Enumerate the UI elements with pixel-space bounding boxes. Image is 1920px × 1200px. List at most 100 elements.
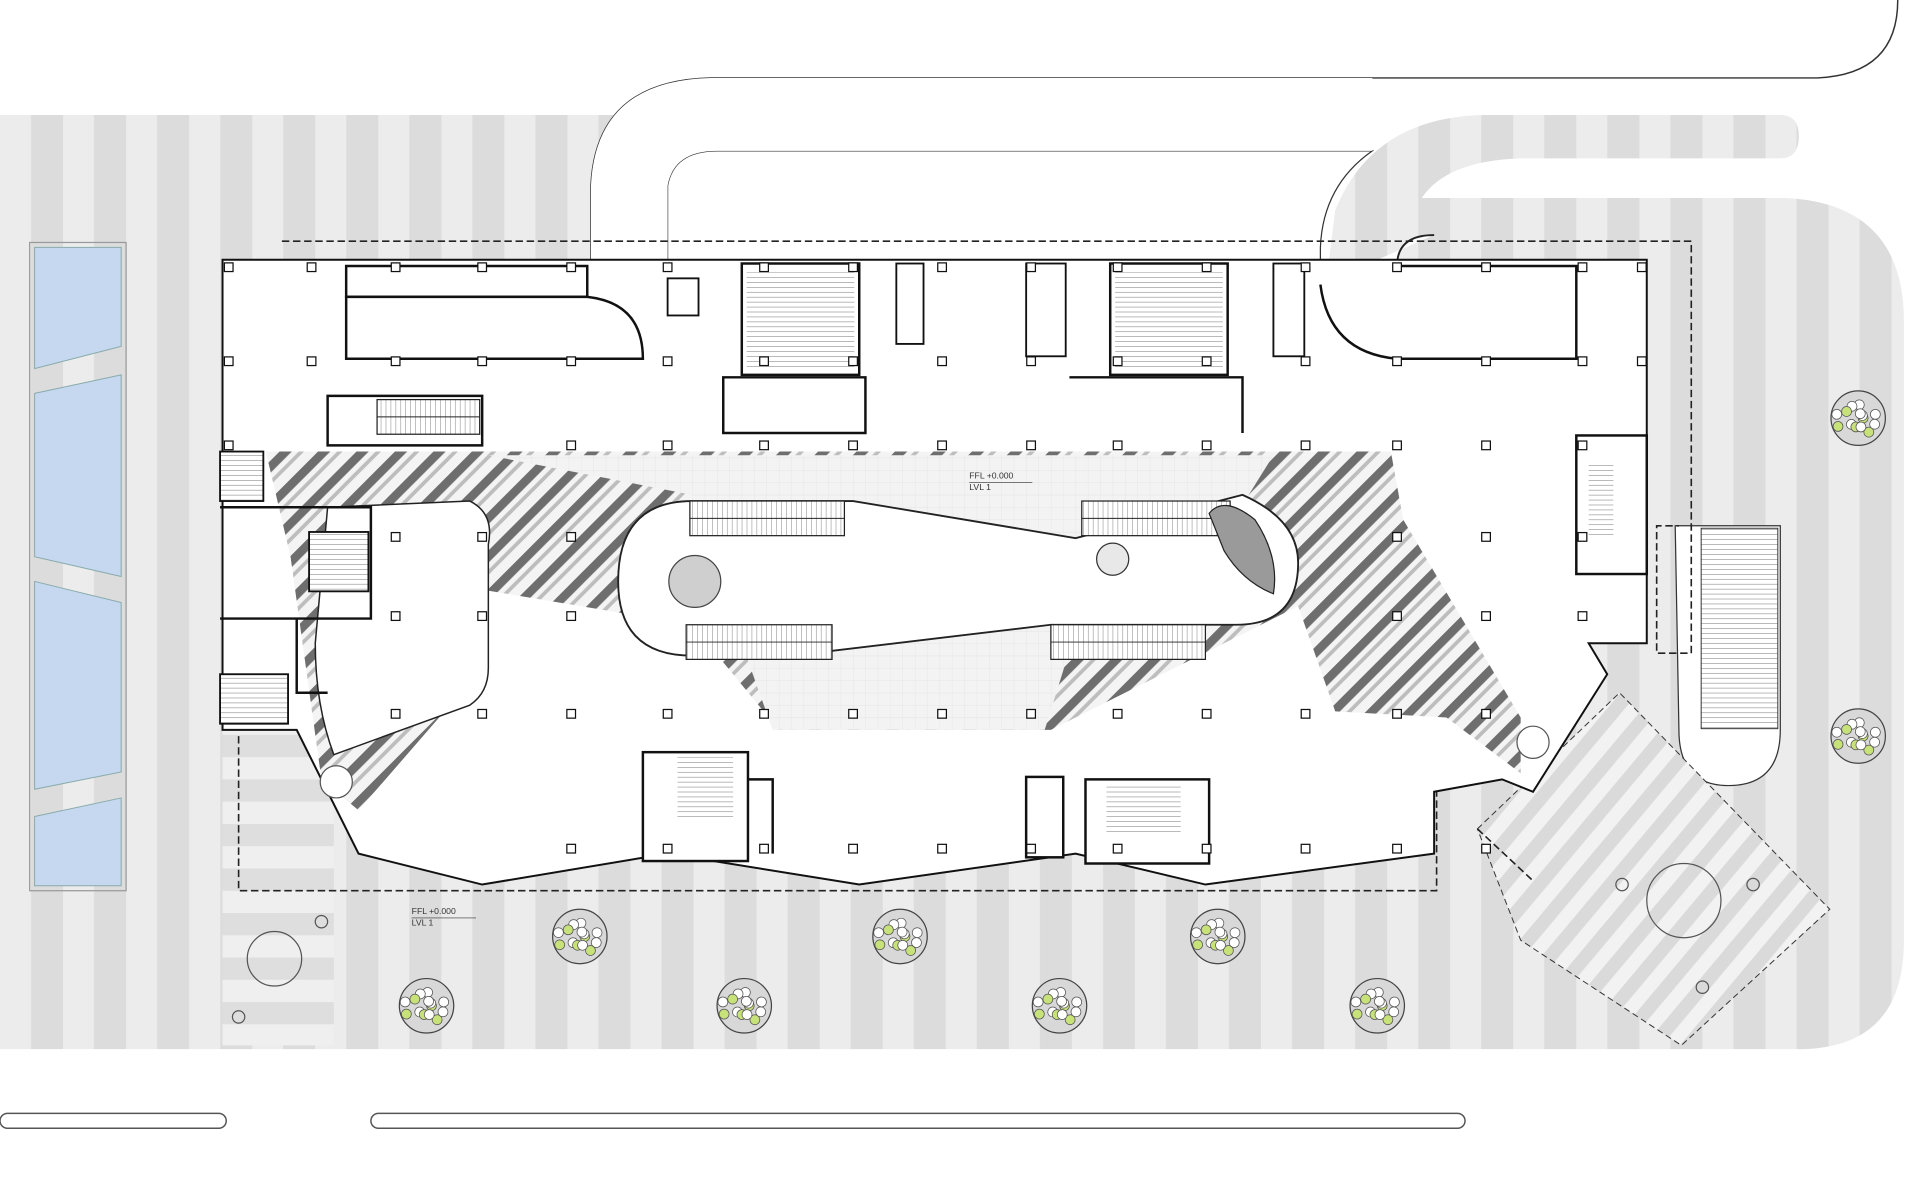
column (937, 708, 948, 719)
column (306, 262, 317, 273)
column (662, 262, 673, 273)
road-curb-main (370, 1112, 1466, 1129)
column (1026, 262, 1037, 273)
column (1481, 843, 1491, 854)
column (1026, 440, 1037, 451)
column (1577, 531, 1588, 542)
column (848, 843, 859, 854)
column (390, 611, 401, 622)
column (390, 356, 401, 367)
planter (872, 908, 928, 965)
column (566, 708, 577, 719)
column (1481, 262, 1491, 273)
column (566, 531, 577, 542)
column (566, 611, 577, 622)
structural-columns (223, 262, 1647, 854)
column (1392, 708, 1402, 719)
ffl-label-atrium: FFL +0.000 (969, 471, 1013, 481)
service-road-inner (666, 150, 1375, 285)
column (1300, 843, 1311, 854)
core-top-left-room (344, 264, 645, 360)
plaza-crossing (1476, 692, 1831, 1046)
column (848, 708, 859, 719)
column (759, 262, 769, 273)
site-furniture (231, 725, 1760, 1024)
planter (1830, 390, 1887, 446)
lvl-label-atrium: LVL 1 (969, 482, 991, 492)
road-curb-left (0, 1112, 227, 1129)
boat-sculpture (1208, 504, 1276, 595)
central-column-round (668, 554, 722, 609)
column (477, 611, 488, 622)
column (848, 356, 859, 367)
column (1636, 356, 1647, 367)
core-top-stairs-right (1025, 262, 1306, 433)
column (1201, 708, 1212, 719)
planters (398, 390, 1887, 1034)
planter (1189, 908, 1246, 965)
column (566, 356, 577, 367)
planter (1031, 977, 1088, 1034)
column (1300, 708, 1311, 719)
column (1112, 262, 1123, 273)
column (1481, 356, 1491, 367)
column (1481, 531, 1491, 542)
column (1577, 611, 1588, 622)
column (566, 262, 577, 273)
column (1392, 531, 1402, 542)
column (1392, 611, 1402, 622)
column (1201, 356, 1212, 367)
column (1201, 440, 1212, 451)
column (477, 708, 488, 719)
round-kiosk (1095, 542, 1130, 576)
column (1201, 262, 1212, 273)
column (759, 708, 769, 719)
column (1481, 611, 1491, 622)
planter (1830, 708, 1887, 764)
column (1481, 440, 1491, 451)
column (390, 262, 401, 273)
column (759, 440, 769, 451)
core-bottom-left (641, 750, 774, 863)
column (1577, 356, 1588, 367)
building-outline-dashed (237, 240, 1693, 892)
column (1392, 356, 1402, 367)
column (1481, 708, 1491, 719)
column (662, 356, 673, 367)
column (759, 356, 769, 367)
column (662, 708, 673, 719)
escalators (376, 398, 1231, 660)
core-bottom-right (1024, 775, 1211, 865)
column (759, 843, 769, 854)
column (1392, 440, 1402, 451)
right-ramp-stair (1700, 527, 1779, 730)
column (1636, 262, 1647, 273)
column (1300, 356, 1311, 367)
column (390, 708, 401, 719)
column (1577, 440, 1588, 451)
column (1026, 843, 1037, 854)
planter (716, 977, 773, 1034)
column (1112, 843, 1123, 854)
column (937, 843, 948, 854)
column (1577, 262, 1588, 273)
column (566, 440, 577, 451)
column (662, 440, 673, 451)
column (937, 262, 948, 273)
core-right-stairs (1575, 434, 1649, 576)
service-road-fill (590, 77, 1373, 260)
column (1300, 440, 1311, 451)
planter (398, 977, 455, 1034)
column (1392, 843, 1402, 854)
planter (552, 908, 608, 965)
column (390, 531, 401, 542)
column (477, 262, 488, 273)
column (1112, 356, 1123, 367)
column (1392, 262, 1402, 273)
ffl-label-plaza: FFL +0.000 (412, 906, 456, 916)
column (477, 531, 488, 542)
core-left-stairs (219, 394, 484, 725)
left-crossing (222, 729, 334, 1046)
column (1300, 262, 1311, 273)
